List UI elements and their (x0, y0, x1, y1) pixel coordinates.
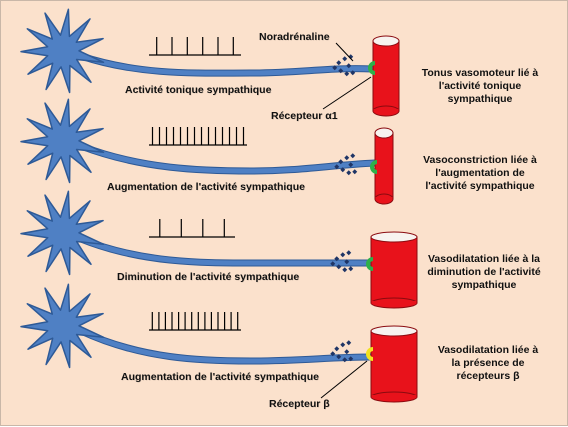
noradrenaline-granule (348, 266, 354, 272)
neuron-body-2 (20, 98, 105, 184)
noradrenaline-granule (346, 250, 352, 256)
noradrenaline-granule (346, 63, 352, 69)
activity-label-1: Activité tonique sympathique (125, 84, 272, 96)
noradrenaline-pointer (335, 42, 354, 62)
noradrenaline-granule (334, 346, 340, 352)
noradrenaline-granule (334, 164, 340, 170)
effect-line: l'activité sympathique (425, 180, 535, 192)
effect-line: la présence de (451, 357, 525, 369)
noradrenaline-granule (348, 356, 354, 362)
noradrenaline-granule (346, 170, 352, 176)
noradrenaline-granule (342, 357, 348, 363)
effect-description-2: Vasoconstriction liée à l'augmentation d… (405, 154, 555, 193)
noradrenaline-granule (352, 169, 358, 175)
vessel-lumen-2 (374, 127, 394, 139)
vessel-body-4 (370, 330, 418, 398)
noradrenaline-granule (344, 71, 350, 77)
noradrenaline-granule (340, 167, 346, 173)
vessel-body-3 (370, 236, 418, 304)
activity-label-4: Augmentation de l'activité sympathique (121, 371, 319, 383)
vessel-lumen-4 (370, 325, 418, 337)
vessel-bottom-fill-3 (371, 301, 417, 304)
neuron-body-1 (20, 8, 105, 94)
noradrenaline-granule (350, 70, 356, 76)
neuron-body-4 (20, 283, 105, 369)
noradrenaline-granule (336, 60, 342, 66)
effect-description-1: Tonus vasomoteur lié à l'activité toniqu… (405, 67, 555, 106)
noradrenaline-granule (344, 259, 350, 265)
noradrenaline-granule (330, 351, 336, 357)
vessel-bottom-fill-2 (375, 197, 393, 200)
vessel-bottom-fill-4 (371, 395, 417, 398)
vessel-bottom-fill-1 (373, 109, 399, 112)
effect-line: Vasodilatation liée à (437, 344, 539, 356)
effect-line: Vasodilatation liée à la (427, 253, 541, 265)
noradrenaline-granule (338, 68, 344, 74)
effect-line: récepteurs β (456, 370, 520, 382)
noradrenaline-granule (340, 252, 346, 258)
effect-description-3: Vasodilatation liée à la diminution de l… (409, 253, 559, 292)
noradrenaline-label: Noradrénaline (259, 31, 330, 43)
axon-4 (78, 328, 374, 364)
receptor-beta-label: Récepteur β (269, 398, 330, 410)
noradrenaline-granule (346, 340, 352, 346)
vessel-lumen-3 (370, 231, 418, 243)
vessel-body-2 (374, 132, 394, 200)
axon-2 (78, 143, 378, 174)
receptor-alpha-pointer (322, 76, 372, 110)
noradrenaline-granule (344, 155, 350, 161)
receptor-alpha-2 (370, 160, 378, 174)
effect-line: l'activité tonique (438, 80, 522, 92)
effect-line: l'augmentation de (435, 167, 525, 179)
activity-label-3: Diminution de l'activité sympathique (117, 271, 300, 283)
neuron-body-3 (20, 190, 105, 276)
receptor-alpha-3 (366, 257, 374, 271)
noradrenaline-granule (344, 349, 350, 355)
vessel-body-1 (372, 40, 400, 112)
noradrenaline-granule (336, 354, 342, 360)
effect-line: sympathique (451, 279, 517, 291)
receptor-beta-pointer (320, 360, 368, 399)
effect-line: Tonus vasomoteur lié à (421, 67, 539, 79)
noradrenaline-granule (342, 56, 348, 62)
receptor-beta-4 (366, 347, 374, 361)
effect-line: diminution de l'activité (427, 266, 541, 278)
noradrenaline-granule (330, 261, 336, 267)
noradrenaline-granule (348, 162, 354, 168)
activity-label-2: Augmentation de l'activité sympathique (107, 181, 305, 193)
noradrenaline-granule (340, 342, 346, 348)
noradrenaline-granule (342, 267, 348, 273)
vessel-lumen-1 (372, 35, 400, 47)
effect-description-4: Vasodilatation liée à la présence de réc… (413, 344, 563, 383)
noradrenaline-granule (332, 65, 338, 71)
receptor-alpha-1 (368, 61, 376, 75)
effect-line: sympathique (447, 93, 513, 105)
noradrenaline-granule (338, 159, 344, 165)
noradrenaline-granule (334, 256, 340, 262)
effect-line: Vasoconstriction liée à (423, 154, 537, 166)
noradrenaline-granule (350, 153, 356, 159)
noradrenaline-granule (336, 264, 342, 270)
receptor-alpha-label: Récepteur α1 (271, 110, 338, 122)
